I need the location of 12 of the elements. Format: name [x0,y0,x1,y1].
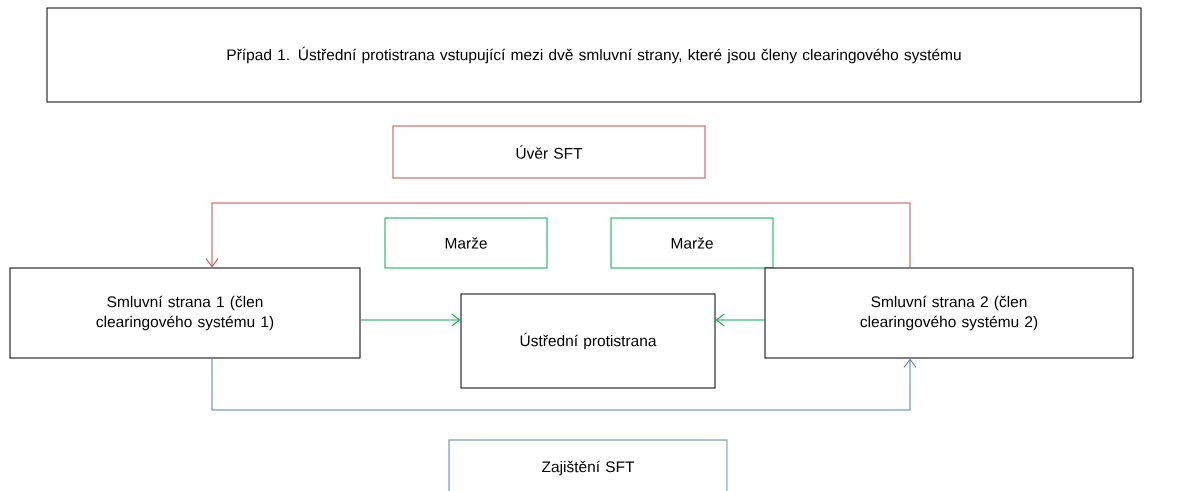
label-box: Úvěr SFT [392,125,706,179]
arrow [205,202,911,268]
label-box: Marže [384,217,548,269]
arrow [360,313,461,327]
arrow [211,358,917,411]
heading-box: Případ 1. Ústřední protistrana vstupující mezi dvě smluvní strany, které jsou členy clearingového systému [46,7,1142,103]
label-box: Marže [610,217,774,269]
label-box: Zajištění SFT [448,439,728,491]
arrow [715,313,765,327]
party-box: Smluvní strana 1 (člen clearingového systému 1) [9,267,361,359]
counterparty-box: Ústřední protistrana [460,293,716,389]
party-box: Smluvní strana 2 (člen clearingového systému 2) [764,267,1134,359]
